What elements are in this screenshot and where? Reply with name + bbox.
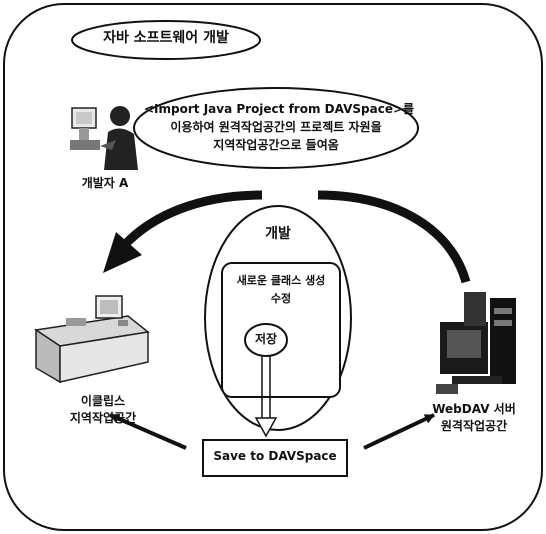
remote-workspace-line-2: 원격작업공간 (440, 419, 508, 433)
development-label: 개발 (265, 226, 291, 242)
save-to-davspace-label: Save to DAVSpace (213, 449, 337, 463)
cycle-arc-right (317, 190, 471, 284)
speech-line-2: 이용하여 원격작업공간의 프로젝트 자원을 (170, 120, 382, 134)
speech-line-3: 지역작업공간으로 들여옴 (213, 138, 339, 152)
task-line-1: 새로운 클래스 생성 (236, 274, 326, 287)
remote-workspace-line-1: WebDAV 서버 (432, 402, 516, 416)
server-equipment-icon (436, 292, 516, 394)
arrow-to-remote (363, 413, 435, 450)
speech-ellipse (133, 87, 419, 169)
desktop-computer-icon (33, 295, 150, 384)
cycle-arc-arrowhead (103, 232, 142, 273)
task-line-2: 수정 (270, 292, 292, 305)
save-down-arrow (254, 356, 278, 438)
save-to-davspace-box (202, 439, 348, 477)
diagram-title: 자바 소프트웨어 개발 (103, 30, 229, 46)
person-at-computer-icon (70, 106, 138, 170)
save-ellipse (244, 323, 288, 357)
local-workspace-line-2: 지역작업공간 (69, 411, 137, 425)
speech-line-1: <Import Java Project from DAVSpace>를 (144, 102, 415, 116)
local-workspace-line-1: 이클립스 (80, 394, 126, 408)
arrow-to-local (109, 413, 187, 450)
title-pill (71, 20, 261, 60)
cycle-arc-left (116, 190, 263, 253)
developer-label: 개발자 A (81, 176, 129, 190)
save-label: 저장 (254, 332, 278, 346)
